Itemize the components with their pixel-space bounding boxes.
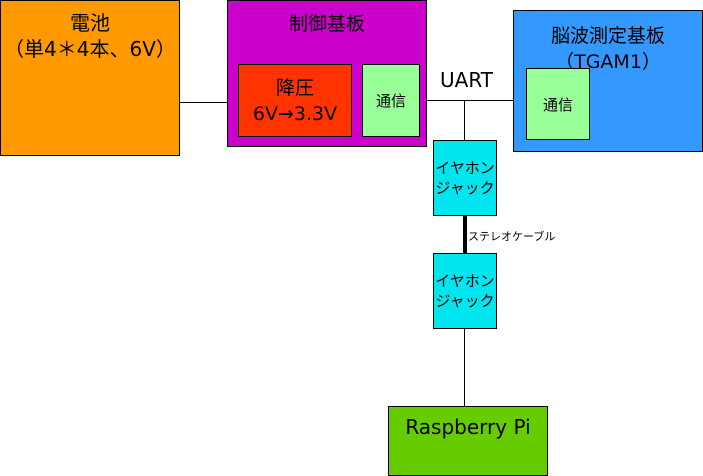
raspberry-pi-block: Raspberry Pi [388, 406, 548, 476]
regulator-block: 降圧 6V→3.3V [238, 64, 352, 137]
jack-bottom-line2: ジャック [435, 292, 495, 310]
stereo-cable-line [463, 216, 467, 253]
stereo-cable-label: ステレオケーブル [468, 230, 556, 243]
battery-title: 電池 [70, 11, 110, 35]
uart-label: UART [440, 68, 493, 92]
jack-top-line2: ジャック [435, 179, 495, 197]
jack-top-line1: イヤホン [435, 159, 495, 177]
battery-block: 電池 （単4＊4本、6V） [0, 0, 180, 156]
uart-to-jack-connector [464, 100, 465, 140]
regulator-title: 降圧 [275, 76, 314, 99]
eeg-board-title: 脳波測定基板 [550, 25, 665, 47]
control-comm-block: 通信 [362, 64, 420, 137]
jack-bottom-line1: イヤホン [435, 272, 495, 290]
battery-subtitle: （単4＊4本、6V） [4, 37, 176, 61]
eeg-board-subtitle: （TGAM1） [555, 51, 661, 73]
control-comm-label: 通信 [375, 92, 406, 110]
earphone-jack-bottom: イヤホン ジャック [433, 253, 497, 329]
control-board-title: 制御基板 [288, 13, 365, 35]
battery-control-connector [180, 102, 227, 103]
eeg-comm-block: 通信 [526, 68, 590, 140]
jack-to-rpi-connector [464, 329, 465, 406]
regulator-voltage: 6V→3.3V [252, 102, 338, 125]
raspberry-pi-label: Raspberry Pi [405, 415, 531, 439]
uart-connector [420, 100, 526, 101]
earphone-jack-top: イヤホン ジャック [433, 140, 497, 216]
eeg-comm-label: 通信 [542, 95, 573, 114]
